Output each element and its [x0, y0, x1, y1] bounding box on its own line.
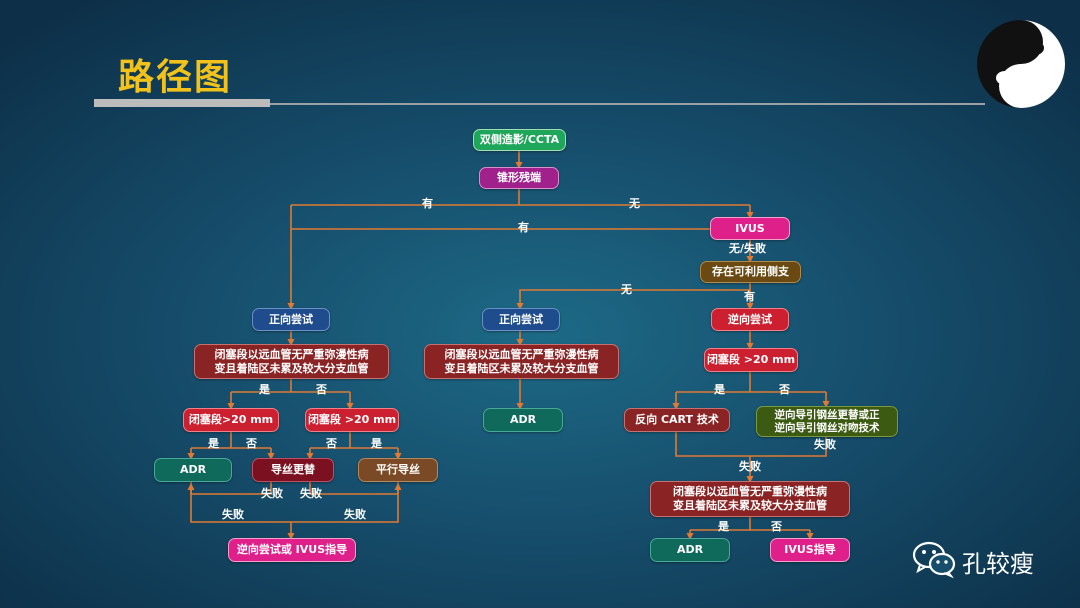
node-usable-collateral: 存在可利用侧支 [700, 261, 801, 283]
node-text-line: 逆向导引钢丝更替或正 [774, 408, 880, 421]
edge-label-yes: 有 [518, 221, 529, 234]
edge-label-failure: 失败 [814, 438, 836, 451]
edge-label-yes: 是 [718, 520, 729, 533]
edge-label-no: 否 [779, 383, 790, 396]
node-text-line: 变且着陆区未累及较大分支血管 [444, 361, 599, 375]
node-occlusion-length-left-a: 闭塞段>20 mm [183, 408, 279, 432]
edge-label-no: 无 [621, 283, 632, 296]
edge-label-no: 否 [246, 437, 257, 450]
node-ivus-guidance: IVUS指导 [770, 538, 850, 562]
edge-label-failure: 失败 [344, 508, 366, 521]
edge-label-no: 否 [771, 520, 782, 533]
node-parallel-wire: 平行导丝 [358, 458, 438, 482]
edge-label-failure: 失败 [222, 508, 244, 521]
node-ivus: IVUS [710, 217, 790, 240]
watermark-text: 孔较瘦 [962, 550, 1034, 578]
node-antegrade-attempt-middle: 正向尝试 [482, 308, 560, 331]
edge-label-yes: 是 [714, 383, 725, 396]
node-occlusion-length-left-b: 闭塞段 >20 mm [305, 408, 399, 432]
node-retrograde-or-ivus-guidance: 逆向尝试或 IVUS指导 [228, 538, 356, 562]
edge-label-no: 否 [326, 437, 337, 450]
node-text-line: 变且着陆区未累及较大分支血管 [673, 499, 827, 512]
title-underline-bar [94, 99, 270, 107]
node-adr-middle: ADR [483, 408, 563, 432]
edge-label-yes: 是 [371, 437, 382, 450]
edge-label-failure: 失败 [261, 487, 283, 500]
edge-label-failure: 失败 [300, 487, 322, 500]
node-reverse-cart: 反向 CART 技术 [624, 408, 730, 432]
node-antegrade-attempt-left: 正向尝试 [252, 308, 330, 331]
node-bilateral-angiography: 双侧造影/CCTA [473, 129, 566, 151]
node-retrograde-attempt: 逆向尝试 [711, 308, 789, 331]
node-text-line: 闭塞段以远血管无严重弥漫性病 [673, 485, 827, 498]
node-text-line: 逆向导引钢丝对吻技术 [774, 421, 880, 434]
node-distal-vessel-condition-middle: 闭塞段以远血管无严重弥漫性病 变且着陆区未累及较大分支血管 [424, 344, 619, 379]
node-wire-exchange: 导丝更替 [252, 458, 334, 482]
node-tapered-stump: 锥形残端 [479, 167, 559, 189]
node-text-line: 变且着陆区未累及较大分支血管 [214, 361, 369, 375]
edge-label-yes: 是 [259, 383, 270, 396]
edge-label-yes: 有 [422, 197, 433, 210]
node-wire-exchange-kissing: 逆向导引钢丝更替或正 逆向导引钢丝对吻技术 [756, 406, 898, 437]
edge-label-no: 否 [316, 383, 327, 396]
node-adr-left: ADR [154, 458, 232, 482]
wechat-icon [912, 541, 956, 578]
node-distal-vessel-condition-right: 闭塞段以远血管无严重弥漫性病 变且着陆区未累及较大分支血管 [650, 481, 850, 517]
node-occlusion-length-right: 闭塞段 >20 mm [704, 348, 798, 372]
edge-label-none-or-fail: 无/失败 [729, 242, 767, 255]
panda-logo-icon [977, 20, 1065, 108]
node-text-line: 闭塞段以远血管无严重弥漫性病 [444, 347, 599, 361]
header-divider [270, 103, 985, 105]
node-adr-right: ADR [650, 538, 730, 562]
page-title: 路径图 [118, 57, 233, 98]
edge-label-no: 无 [629, 197, 640, 210]
node-distal-vessel-condition-left: 闭塞段以远血管无严重弥漫性病 变且着陆区未累及较大分支血管 [194, 344, 389, 379]
edge-label-yes: 有 [744, 290, 755, 303]
edge-label-yes: 是 [208, 437, 219, 450]
edge-label-failure: 失败 [739, 460, 761, 473]
node-text-line: 闭塞段以远血管无严重弥漫性病 [214, 347, 369, 361]
